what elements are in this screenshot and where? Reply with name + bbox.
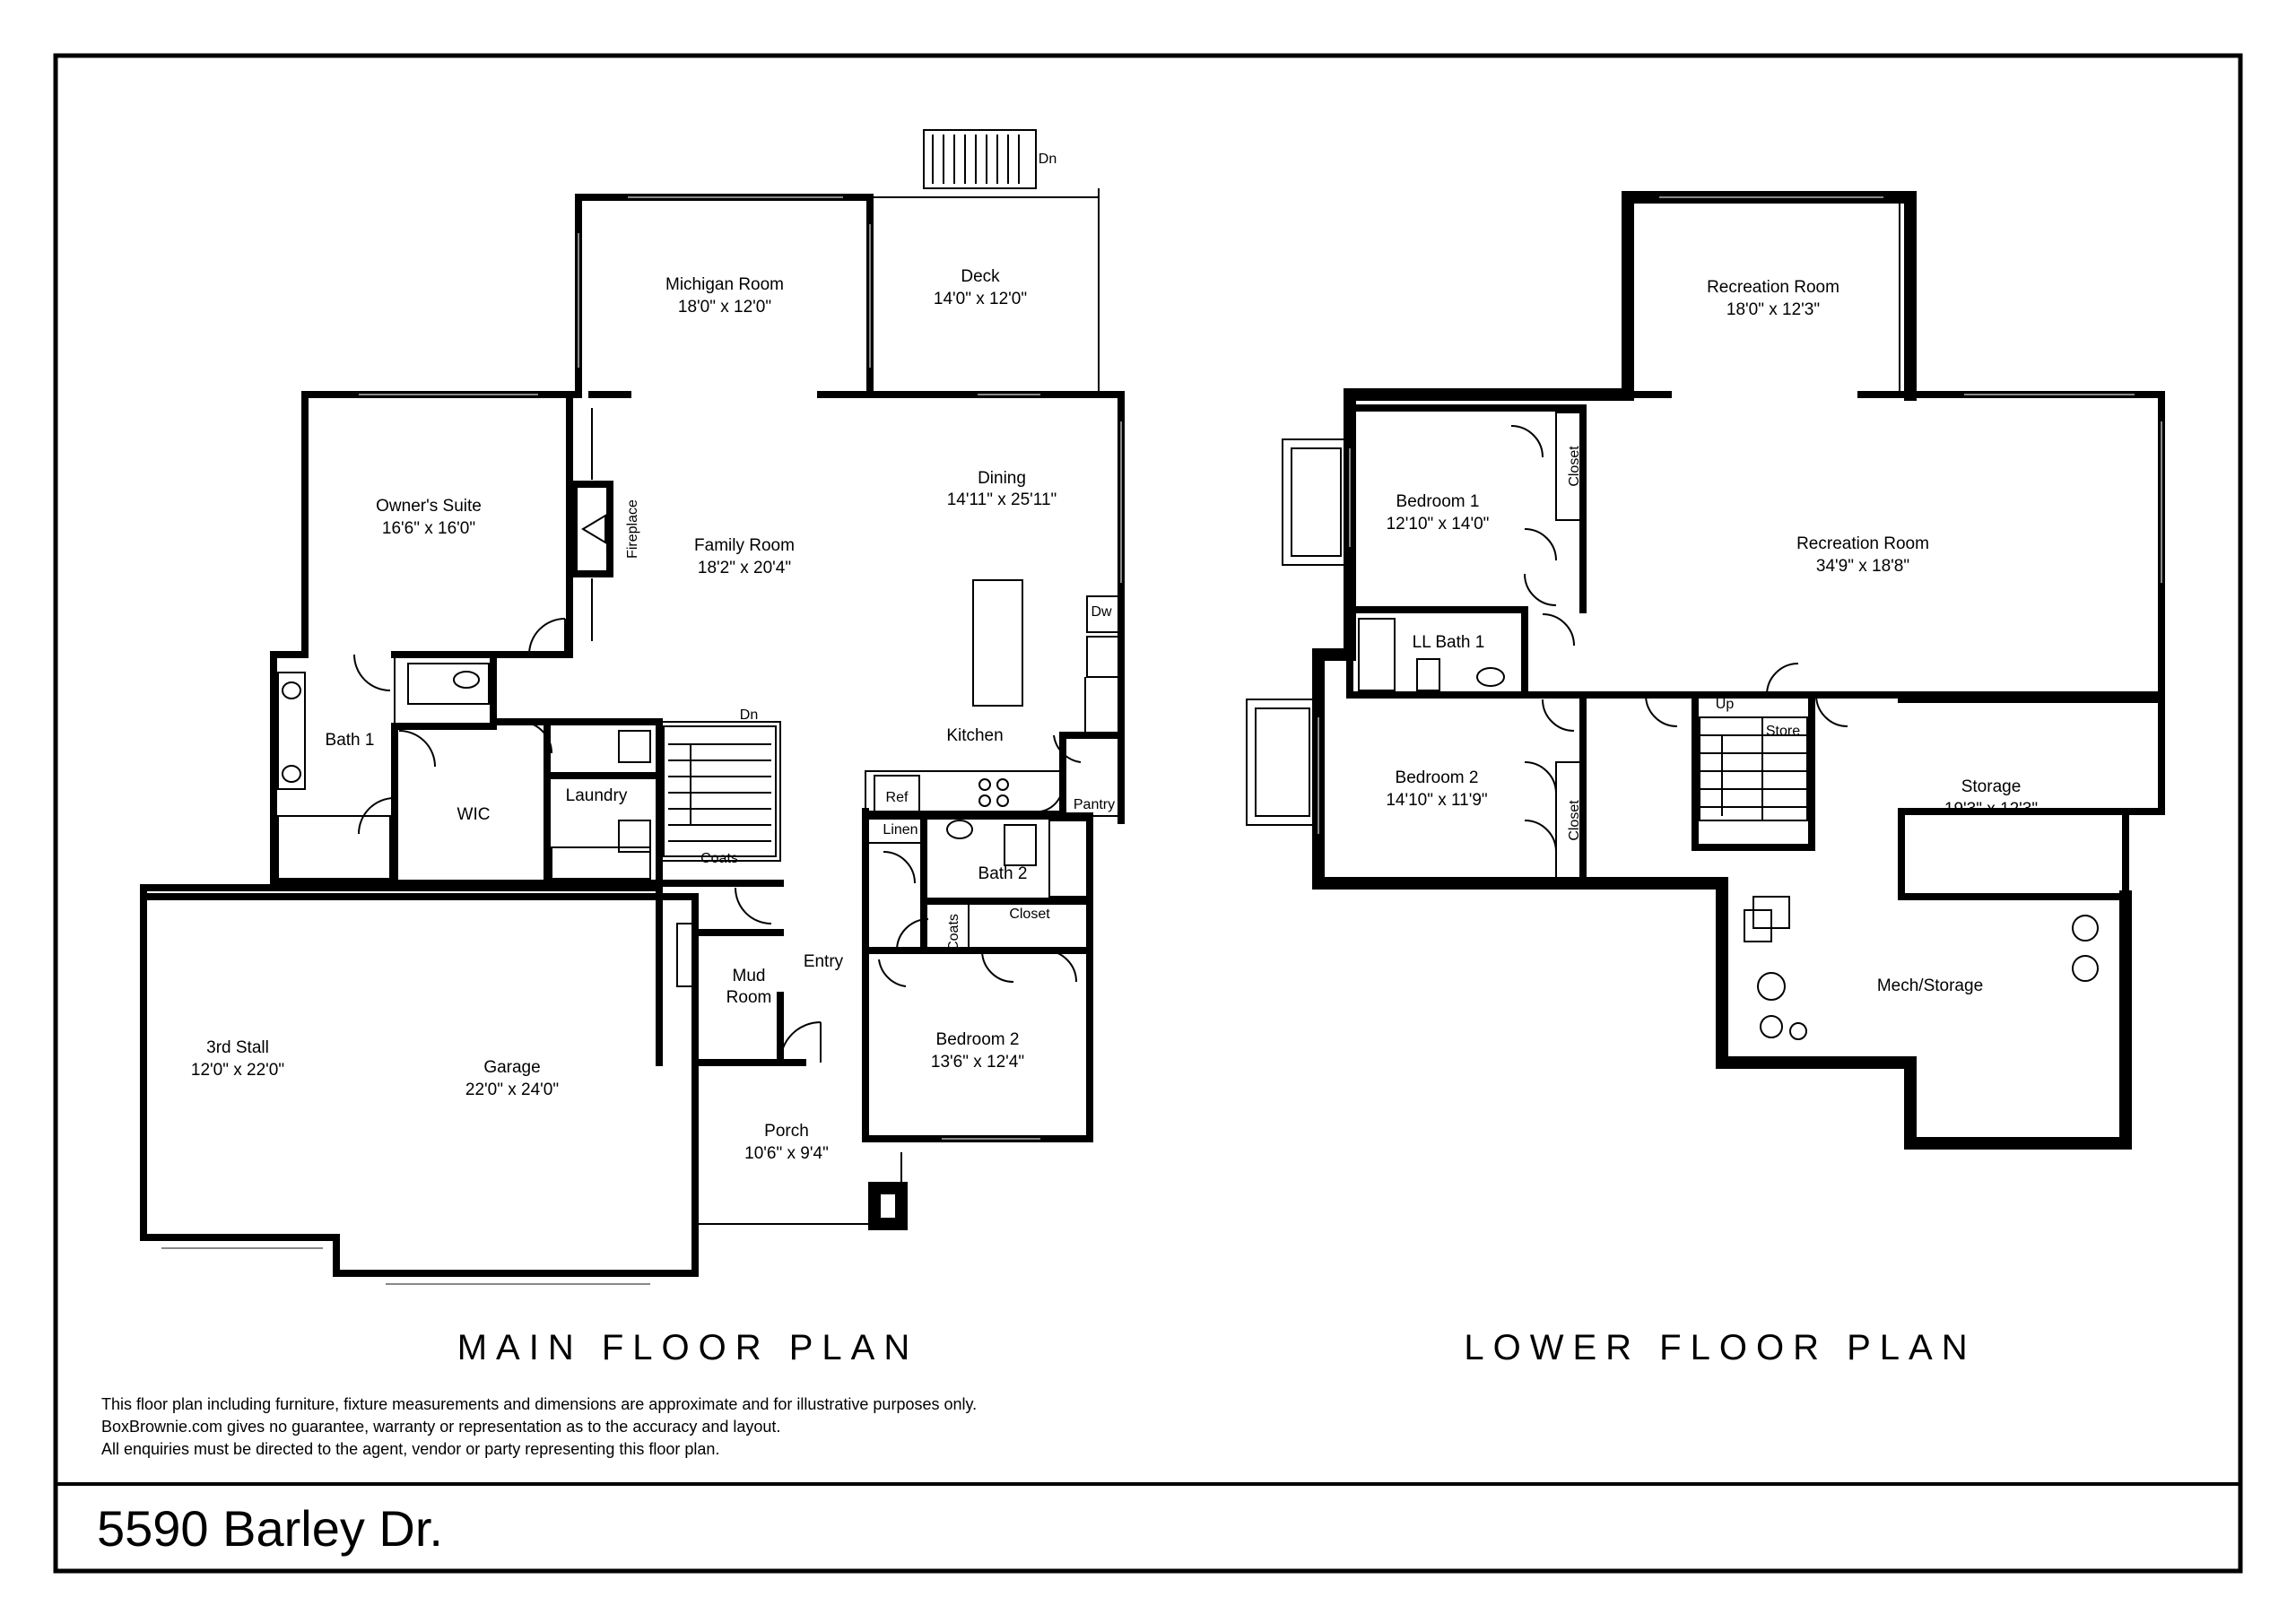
porch-dim: 10'6" x 9'4" [744, 1144, 829, 1163]
main-stairs [663, 725, 777, 857]
lower-bedroom1-walls [1282, 404, 1587, 613]
lower-bedroom1-name: Bedroom 1 [1396, 492, 1480, 511]
lower-rec-main-dim: 34'9" x 18'8" [1816, 557, 1909, 576]
lower-bedroom2-dim: 14'10" x 11'9" [1386, 791, 1487, 810]
lower-stairs-up-label: Up [1716, 697, 1735, 712]
bedroom2-main-name: Bedroom 2 [936, 1030, 1020, 1049]
bath1-name: Bath 1 [326, 731, 375, 750]
linen-closet-label: Linen [883, 822, 918, 838]
kitchen-name: Kitchen [946, 726, 1003, 745]
coats-side-label: Coats [946, 914, 961, 951]
coats-upper-label: Coats [700, 851, 738, 866]
lower-stairs [1692, 691, 1815, 851]
dining-name: Dining [978, 469, 1026, 488]
lower-bedroom2-name: Bedroom 2 [1396, 768, 1479, 787]
lower-store-label: Store [1766, 724, 1800, 739]
deck-name: Deck [961, 267, 1000, 286]
kitchen-counters [865, 595, 1119, 812]
refrigerator-label: Ref [886, 790, 909, 805]
pantry-label: Pantry [1074, 797, 1115, 812]
lower-storage-name: Storage [1961, 777, 2022, 796]
garage-dim: 22'0" x 24'0" [465, 1081, 559, 1099]
dining-dim: 14'11" x 25'11" [947, 490, 1057, 509]
sheet-border [53, 53, 2243, 1574]
deck-stairs-dn-label: Dn [1039, 152, 1057, 167]
bath2-bedroom2-walls [862, 808, 1093, 1142]
mech-equipment [1744, 896, 2099, 1040]
michigan-room-walls [575, 194, 874, 398]
family-room-dim: 18'2" x 20'4" [698, 559, 791, 577]
third-stall-name: 3rd Stall [206, 1038, 269, 1057]
lower-storage-dim: 19'3" x 12'3" [1944, 800, 2038, 819]
lower-rec-top-walls [1622, 191, 1917, 401]
bath1-fixtures [277, 663, 497, 880]
lower-closet1-label: Closet [1567, 446, 1582, 487]
michigan-room-name: Michigan Room [665, 275, 784, 294]
wic-name: WIC [457, 805, 491, 824]
kitchen-island [972, 579, 1023, 707]
garage-walls [140, 884, 699, 1285]
main-exterior-walls [270, 391, 1125, 887]
lower-floor-plan: Closet Closet [1246, 191, 2165, 1367]
mud-room-name-line1: Mud [733, 967, 766, 985]
deck-outline [870, 188, 1100, 395]
property-address: 5590 Barley Dr. [97, 1500, 443, 1557]
laundry-appliances [551, 730, 651, 880]
bath2-closet-label: Closet [1009, 907, 1050, 922]
laundry-name: Laundry [566, 786, 628, 805]
fireplace-label: Fireplace [625, 499, 640, 559]
garage-name: Garage [483, 1058, 540, 1077]
michigan-room-dim: 18'0" x 12'0" [678, 298, 771, 317]
lower-mech-name: Mech/Storage [1877, 976, 1983, 995]
main-floor-title: MAIN FLOOR PLAN [457, 1328, 919, 1367]
lower-rec-main-name: Recreation Room [1796, 534, 1929, 553]
main-stairs-dn-label: Dn [740, 707, 758, 723]
lower-floor-title: LOWER FLOOR PLAN [1464, 1328, 1976, 1367]
dishwasher-label: Dw [1091, 604, 1112, 620]
lower-llbath-name: LL Bath 1 [1413, 633, 1485, 652]
owners-suite-dim: 16'6" x 16'0" [382, 519, 475, 538]
mudroom-walls [656, 860, 806, 1066]
lower-rec-top-name: Recreation Room [1707, 278, 1839, 297]
deck-dim: 14'0" x 12'0" [934, 290, 1027, 308]
lower-bedroom2-walls [1246, 691, 2165, 887]
disclaimer-line-2: BoxBrownie.com gives no guarantee, warra… [101, 1418, 780, 1436]
door-swings-lower [1510, 425, 1848, 853]
disclaimer-line-1: This floor plan including furniture, fix… [101, 1395, 977, 1413]
mud-room-name-line2: Room [726, 988, 772, 1007]
main-floor-plan: Dn [140, 129, 1125, 1367]
entry-name: Entry [804, 952, 844, 971]
deck-stairs [923, 129, 1037, 189]
door-swings-main [353, 618, 1082, 1063]
fireplace [570, 408, 613, 641]
porch-name: Porch [764, 1122, 809, 1141]
lower-closet2-label: Closet [1567, 800, 1582, 841]
bedroom2-main-dim: 13'6" x 12'4" [931, 1053, 1024, 1072]
third-stall-dim: 12'0" x 22'0" [191, 1061, 284, 1080]
lower-rec-top-dim: 18'0" x 12'3" [1726, 300, 1820, 319]
lower-bedroom1-dim: 12'10" x 14'0" [1387, 515, 1490, 534]
porch [694, 1063, 908, 1230]
bath2-name: Bath 2 [978, 864, 1028, 883]
disclaimer-line-3: All enquiries must be directed to the ag… [101, 1440, 719, 1458]
lower-llbath-walls [1346, 606, 1587, 699]
owners-suite-name: Owner's Suite [376, 497, 482, 516]
family-room-name: Family Room [694, 536, 795, 555]
